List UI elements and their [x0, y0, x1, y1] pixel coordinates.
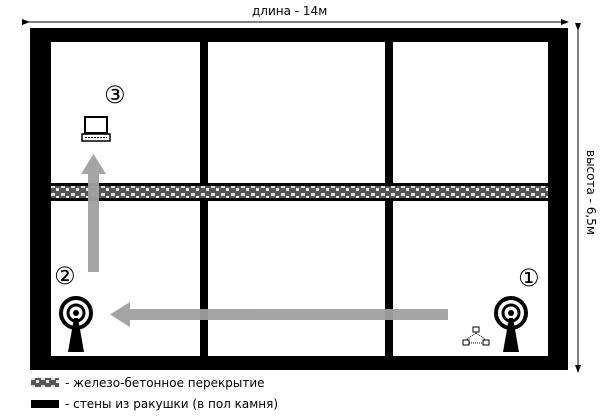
- concrete-slab-swatch: [31, 378, 59, 387]
- network-icon: [462, 326, 490, 346]
- height-label: высота - 6,5м: [584, 150, 598, 235]
- antenna-icon: [494, 296, 528, 352]
- concrete-slab-texture: [51, 186, 548, 198]
- laptop-icon: [81, 116, 111, 142]
- signal-path-arrow: [81, 154, 448, 327]
- marker-three: ③: [104, 81, 126, 109]
- length-label: длина - 14м: [252, 4, 328, 18]
- antenna-icon: [59, 296, 93, 352]
- marker-two: ②: [54, 262, 76, 290]
- marker-one: ①: [518, 264, 540, 292]
- legend-wall-label: - стены из ракушки (в пол камня): [65, 397, 279, 411]
- shell-rock-wall-swatch: [31, 400, 59, 408]
- legend-slab-label: - железо-бетонное перекрытие: [65, 376, 265, 390]
